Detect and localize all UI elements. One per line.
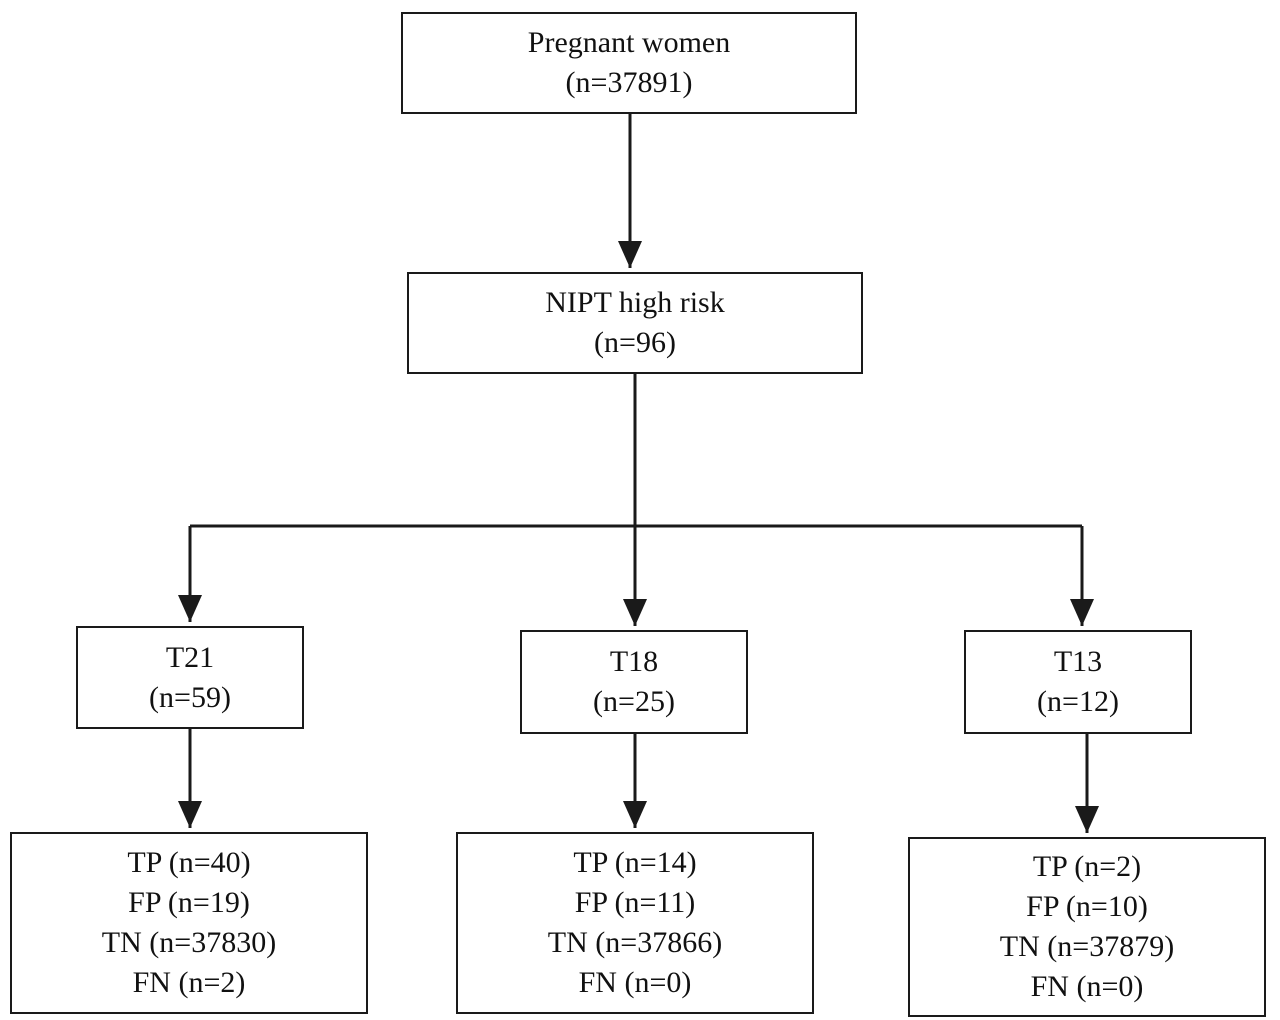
t21-fn: FN (n=2) — [132, 966, 246, 999]
t18-tp: TP (n=14) — [573, 846, 697, 879]
t21-count: (n=59) — [149, 680, 231, 714]
pregnant-women-box: Pregnant women (n=37891) — [401, 12, 857, 114]
t21-fp: FP (n=19) — [128, 886, 250, 919]
nipt-high-risk-count: (n=96) — [594, 326, 676, 359]
pregnant-women-label: Pregnant women — [527, 26, 731, 59]
t18-outcomes-box: TP (n=14) FP (n=11) TN (n=37866) FN (n=0… — [456, 832, 814, 1014]
t21-label: T21 — [165, 640, 215, 674]
t18-label: T18 — [609, 645, 659, 678]
t21-box: T21 (n=59) — [76, 626, 304, 729]
t13-count: (n=12) — [1037, 685, 1119, 718]
t18-count: (n=25) — [593, 685, 675, 718]
t13-label: T13 — [1053, 645, 1103, 678]
t13-tp: TP (n=2) — [1032, 850, 1142, 883]
t18-box: T18 (n=25) — [520, 630, 748, 734]
t13-outcomes-box: TP (n=2) FP (n=10) TN (n=37879) FN (n=0) — [908, 837, 1266, 1017]
t18-fp: FP (n=11) — [574, 886, 696, 919]
t13-tn: TN (n=37879) — [999, 930, 1175, 963]
t18-fn: FN (n=0) — [578, 966, 692, 999]
t21-tp: TP (n=40) — [127, 846, 251, 879]
t13-fn: FN (n=0) — [1030, 970, 1144, 1003]
t13-box: T13 (n=12) — [964, 630, 1192, 734]
t13-fp: FP (n=10) — [1026, 890, 1148, 923]
t21-outcomes-box: TP (n=40) FP (n=19) TN (n=37830) FN (n=2… — [10, 832, 368, 1014]
nipt-high-risk-label: NIPT high risk — [545, 286, 725, 319]
t21-tn: TN (n=37830) — [101, 926, 277, 959]
pregnant-women-count: (n=37891) — [565, 66, 693, 99]
t18-tn: TN (n=37866) — [547, 926, 723, 959]
nipt-high-risk-box: NIPT high risk (n=96) — [407, 272, 863, 374]
